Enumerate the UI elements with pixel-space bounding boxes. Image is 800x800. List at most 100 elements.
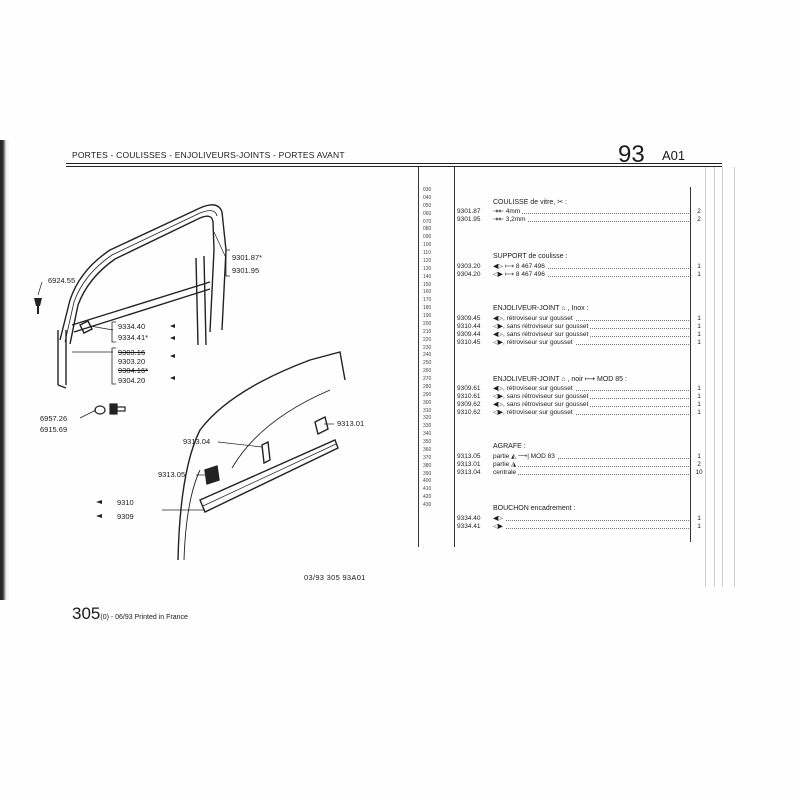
part-description: ◀▷, rétroviseur sur gousset — [493, 315, 575, 322]
part-description: ◁▶ ⟼ 8 467 496 — [493, 270, 547, 278]
line-number: 320 — [423, 415, 432, 422]
part-description: ◀▷ — [493, 515, 505, 522]
dot-leader — [493, 473, 689, 475]
window-channel-mid — [64, 210, 218, 343]
part-quantity: 1 — [697, 263, 701, 270]
part-description-wrap: ◁▶, rétroviseur sur gousset — [493, 338, 575, 347]
leader-931304 — [217, 441, 263, 448]
part-description-wrap: ◀▷, sans rétroviseur sur gousset — [493, 330, 591, 339]
part-description-wrap: centrale — [493, 468, 519, 477]
dot-leader — [493, 527, 689, 529]
dot-leader — [493, 213, 689, 214]
window-channel-inner — [69, 215, 215, 345]
part-quantity: 2 — [697, 460, 701, 468]
line-number: 300 — [423, 399, 432, 406]
clip-9334 — [79, 320, 93, 334]
part-quantity: 2 — [697, 215, 701, 223]
leader-692455 — [37, 281, 43, 296]
line-number: 220 — [423, 336, 432, 343]
label-930195: 9301.95 — [232, 266, 260, 275]
screw-692455 — [34, 298, 42, 314]
window-channel-outer — [59, 204, 227, 341]
label-691569: 6915.69 — [40, 425, 68, 434]
label-930420: 9304.20 — [118, 376, 146, 385]
line-number: 100 — [423, 242, 432, 249]
front-post — [57, 330, 67, 389]
part-description: ◁▶, sans rétroviseur sur gousset — [493, 392, 591, 400]
part-quantity: 1 — [697, 408, 701, 416]
col-divider-lines — [454, 167, 455, 547]
catalog-row: 9334.40◀▷1 — [457, 515, 707, 523]
part-reference: 9310.44 — [457, 322, 481, 330]
col-faint-2 — [714, 167, 715, 587]
part-description-wrap: ⇥⇤ 4mm — [493, 208, 523, 216]
part-reference: 9313.01 — [457, 460, 481, 468]
line-number: 330 — [423, 423, 432, 430]
washer-bolt — [94, 403, 126, 415]
part-description-wrap: partie ◮ — [493, 460, 519, 469]
part-description-wrap: ◁▶, sans rétroviseur sur gousset — [493, 392, 591, 401]
dot-leader — [493, 465, 689, 467]
part-description-wrap: ◀▷, sans rétroviseur sur gousset — [493, 400, 591, 409]
col-faint-1 — [705, 167, 706, 587]
part-description: ◁▶ — [493, 522, 505, 530]
line-number: 180 — [423, 305, 432, 312]
line-number: 090 — [423, 234, 432, 241]
belt-bar — [71, 281, 211, 333]
catalog-row: 9313.01 partie ◮ 2 — [457, 460, 707, 469]
page-footer: 305(0) - 06/93 Printed in France — [72, 604, 188, 624]
header-rule-top — [66, 163, 722, 164]
door-lower — [183, 469, 201, 561]
bracket-9301 — [225, 249, 230, 277]
header-rule-bottom — [66, 166, 722, 167]
line-number: 240 — [423, 352, 432, 359]
part-description: ◀▷, sans rétroviseur sur gousset — [493, 330, 591, 338]
section-sub: A01 — [662, 148, 686, 163]
line-number: 360 — [423, 446, 432, 453]
line-number: 230 — [423, 344, 432, 351]
part-description-wrap: ◀▷ — [493, 515, 505, 523]
part-reference: 9313.05 — [457, 453, 481, 460]
group-heading: BOUCHON encadrement : — [493, 505, 576, 512]
line-number: 380 — [423, 462, 432, 469]
group-heading: ENJOLIVEUR-JOINT ⌂ , noir ⟼ MOD 85 : — [493, 376, 627, 383]
bracket-9334 — [111, 321, 116, 343]
group-heading: COULISSE de vitre, ✂ : — [493, 199, 567, 206]
part-reference: 9334.41 — [457, 522, 481, 530]
part-reference: 9301.87 — [457, 208, 481, 215]
line-number: 110 — [423, 250, 431, 256]
line-number: 210 — [423, 328, 432, 335]
col-divider-qty — [690, 187, 691, 542]
leader-9334 — [89, 325, 114, 331]
line-number: 340 — [423, 431, 432, 438]
page-title: PORTES - COULISSES - ENJOLIVEURS-JOINTS … — [72, 150, 345, 160]
rear-post — [195, 255, 207, 346]
part-description-wrap: ⇥⇤ 3,2mm — [493, 215, 528, 224]
dot-leader — [493, 397, 689, 399]
label-930187: 9301.87* — [232, 253, 263, 262]
dot-leader — [493, 220, 689, 222]
label-930316: 9303.16 — [118, 348, 146, 357]
label-931301: 9313.01 — [337, 419, 365, 428]
label-933441: 9334.41* — [118, 333, 149, 342]
line-number: 250 — [423, 360, 432, 367]
line-number: 280 — [423, 383, 432, 390]
part-description: ◁▶, sans rétroviseur sur gousset — [493, 322, 591, 330]
catalog-row: 9334.41◁▶1 — [457, 522, 707, 531]
door-window-edge — [231, 389, 331, 469]
line-number: 260 — [423, 368, 432, 375]
dot-leader — [493, 343, 689, 345]
line-number: 390 — [423, 470, 432, 477]
part-reference: 9310.61 — [457, 392, 481, 400]
line-number: 430 — [423, 502, 432, 508]
part-description: ◀▷ ⟼ 8 467 496 — [493, 263, 547, 270]
label-931305: 9313.05 — [158, 470, 186, 479]
